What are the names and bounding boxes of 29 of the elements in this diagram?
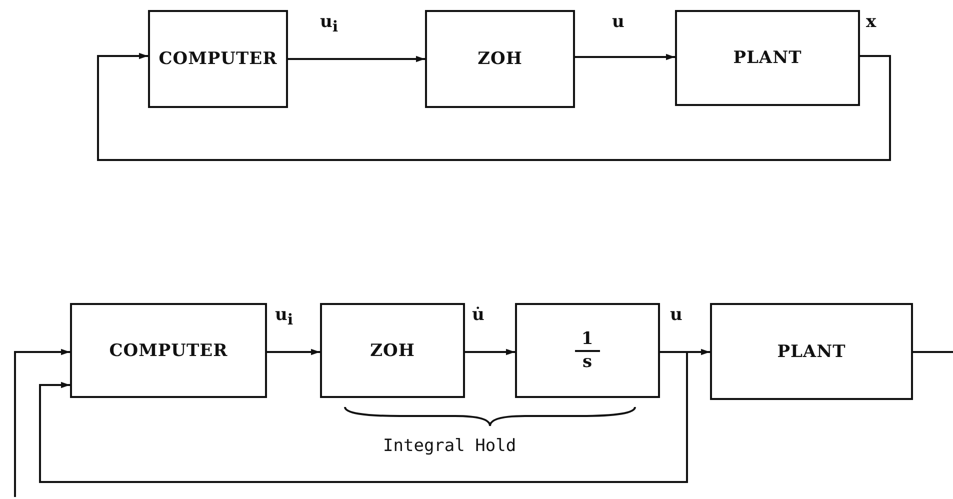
block-text: COMPUTER bbox=[109, 340, 228, 360]
block-text: 1 bbox=[575, 329, 600, 352]
block-text: s bbox=[582, 352, 593, 372]
block-text: PLANT bbox=[733, 48, 802, 68]
block-box bbox=[148, 10, 288, 108]
block-box bbox=[675, 10, 860, 106]
block-text: ZOH bbox=[370, 340, 415, 360]
signal-arrow bbox=[288, 56, 425, 62]
signal-label: u bbox=[612, 12, 624, 32]
block-box bbox=[320, 303, 465, 398]
block-box bbox=[425, 10, 575, 108]
signal-label: u bbox=[670, 305, 682, 325]
signal-label: u$_{i}$ bbox=[320, 12, 338, 36]
signal-label: u̇ bbox=[472, 305, 484, 325]
block-box bbox=[70, 303, 267, 398]
signal-label: u$_{i}$ bbox=[275, 305, 294, 328]
signal-arrow bbox=[97, 52, 891, 161]
block-text: PLANT bbox=[777, 342, 846, 362]
signal-arrow bbox=[39, 351, 688, 483]
signal-arrow bbox=[267, 348, 320, 356]
block-text: ZOH bbox=[478, 49, 522, 69]
block-text: COMPUTER bbox=[158, 49, 278, 69]
brace-label: Integral Hold bbox=[383, 436, 516, 456]
block-box bbox=[515, 303, 660, 398]
signal-arrow bbox=[575, 54, 675, 60]
signal-label: x bbox=[866, 12, 876, 32]
signal-arrow bbox=[14, 348, 70, 497]
block-box bbox=[710, 303, 913, 400]
signal-arrow bbox=[465, 348, 515, 356]
